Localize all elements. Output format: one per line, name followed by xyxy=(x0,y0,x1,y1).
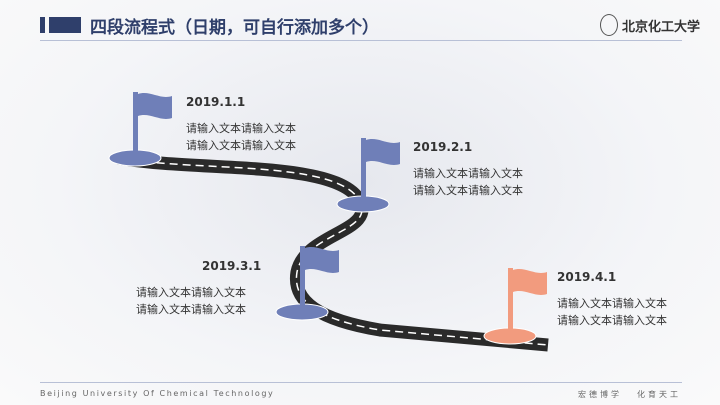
page-title: 四段流程式（日期，可自行添加多个） xyxy=(90,18,379,38)
flag-2 xyxy=(336,138,400,213)
flag-3 xyxy=(275,246,339,321)
text-line: 请输入文本请输入文本 xyxy=(413,184,523,197)
step-4-text: 请输入文本请输入文本请输入文本请输入文本 xyxy=(557,295,667,329)
step-1-text: 请输入文本请输入文本请输入文本请输入文本 xyxy=(186,120,296,154)
text-line: 请输入文本请输入文本 xyxy=(557,297,667,310)
footer-divider xyxy=(40,382,682,383)
text-line: 请输入文本请输入文本 xyxy=(186,122,296,135)
footer-motto-2: 化育天工 xyxy=(637,390,681,399)
text-line: 请输入文本请输入文本 xyxy=(136,286,246,299)
step-4-date: 2019.4.1 xyxy=(557,270,617,284)
title-accent xyxy=(40,17,45,33)
flag-4 xyxy=(483,268,547,345)
text-line: 请输入文本请输入文本 xyxy=(413,167,523,180)
step-2-text: 请输入文本请输入文本请输入文本请输入文本 xyxy=(413,165,523,199)
text-line: 请输入文本请输入文本 xyxy=(557,314,667,327)
text-line: 请输入文本请输入文本 xyxy=(186,139,296,152)
footer-motto-1: 宏德博学 xyxy=(578,390,622,399)
title-accent-block xyxy=(49,17,81,33)
logo-text: 北京化工大学 xyxy=(622,19,701,35)
step-2-date: 2019.2.1 xyxy=(413,140,473,154)
step-1-date: 2019.1.1 xyxy=(186,95,246,109)
flag-1 xyxy=(108,92,172,167)
university-logo: 北京化工大学 xyxy=(600,14,700,36)
footer-university: Beijing University Of Chemical Technolog… xyxy=(40,389,275,398)
step-3-text: 请输入文本请输入文本请输入文本请输入文本 xyxy=(136,284,246,318)
header-divider xyxy=(40,40,682,41)
step-3-date: 2019.3.1 xyxy=(202,259,262,273)
text-line: 请输入文本请输入文本 xyxy=(136,303,246,316)
seal-icon xyxy=(600,14,618,36)
